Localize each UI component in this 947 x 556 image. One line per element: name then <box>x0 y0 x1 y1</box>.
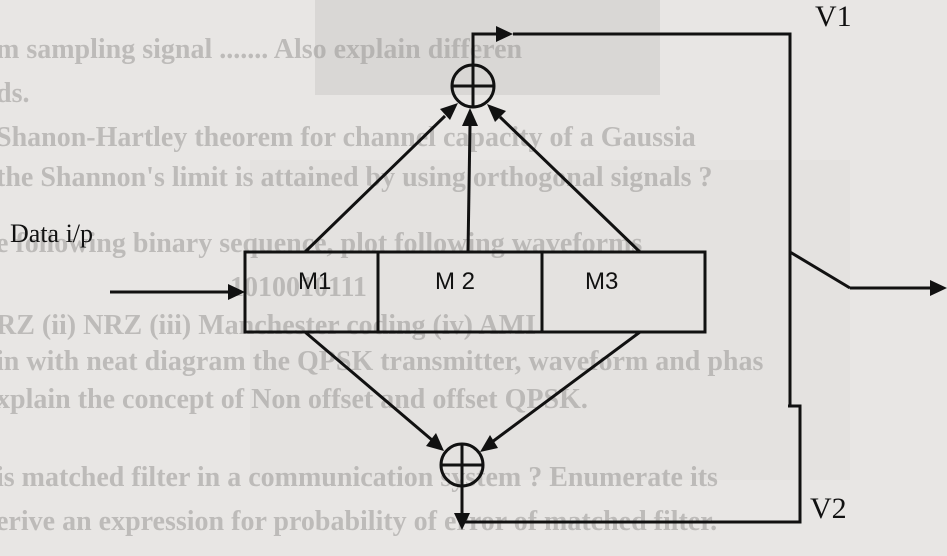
bg-line: xplain the concept of Non offset and off… <box>0 384 588 415</box>
tap-m2-top <box>466 124 472 253</box>
scan-shadow <box>315 0 660 95</box>
bleed-through-text: m sampling signal ....... Also explain d… <box>0 34 764 537</box>
output-arrowhead <box>930 280 947 296</box>
arrowhead <box>462 108 478 126</box>
tap-m1-top <box>303 114 447 254</box>
input-arrowhead <box>228 284 245 300</box>
arrowhead <box>496 26 513 42</box>
register-label-m3: M3 <box>585 268 618 295</box>
bottom-adder <box>439 442 485 488</box>
v1-path <box>471 32 500 65</box>
bg-line: the Shannon's limit is attained by using… <box>0 162 713 193</box>
bg-line: RZ (ii) NRZ (iii) Manchester coding (iv)… <box>0 310 536 341</box>
register-label-m2: M 2 <box>435 268 475 295</box>
register-label-m1: M1 <box>298 268 331 295</box>
bg-line: 1010010111 <box>230 272 367 303</box>
bg-line: is matched filter in a communication sys… <box>0 462 718 493</box>
v2-path <box>462 404 802 524</box>
arrowhead <box>480 435 498 452</box>
scan-shadow-2 <box>250 160 850 480</box>
output-label-v2: V2 <box>810 492 847 525</box>
tap-m3-bottom <box>491 330 641 444</box>
arrowhead <box>426 433 444 451</box>
tap-m3-top <box>498 115 642 254</box>
bg-line: m sampling signal ....... Also explain d… <box>0 34 523 65</box>
v1-line <box>513 32 792 252</box>
output-label-v1: V1 <box>815 0 852 33</box>
bg-line: Shanon-Hartley theorem for channel capac… <box>0 122 696 153</box>
arrowhead <box>440 103 458 120</box>
arrowhead <box>487 104 506 122</box>
data-input-label: Data i/p <box>10 219 93 248</box>
bg-line: ds. <box>0 78 29 109</box>
switch-arm <box>789 250 851 290</box>
tap-m1-bottom <box>304 330 433 442</box>
bg-line: in with neat diagram the QPSK transmitte… <box>0 346 764 377</box>
bg-line: e following binary sequence, plot follow… <box>0 228 642 259</box>
top-adder <box>450 63 496 109</box>
